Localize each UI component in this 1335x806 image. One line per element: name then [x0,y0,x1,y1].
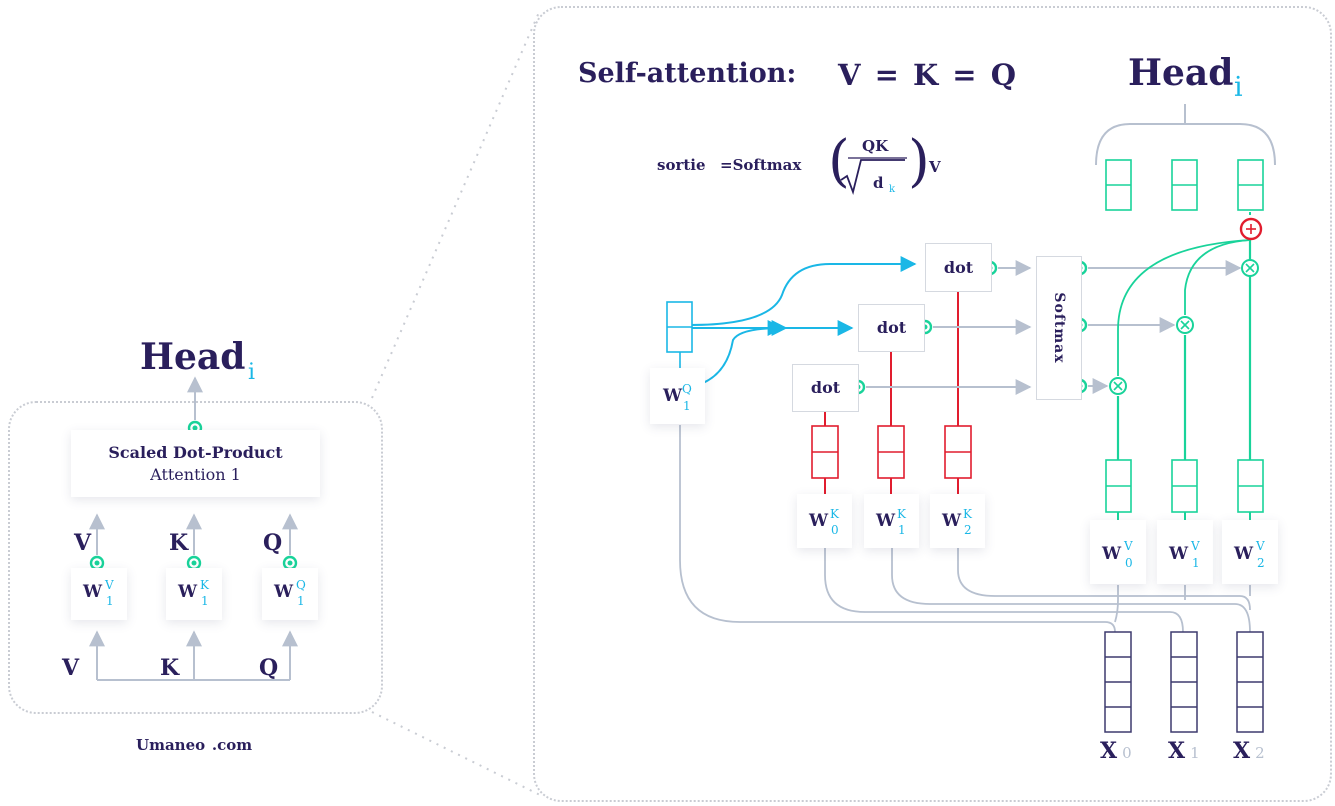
dot-label: dot [943,258,974,277]
weight-wk1: W K 1 [864,494,919,548]
brand-suffix: .com [211,736,253,754]
weight-wv2: W V 2 [1222,520,1278,584]
overview-out-k: K [169,530,189,556]
overview-weight-wk1: W K 1 [166,568,222,620]
overview-head-index: i [248,360,256,385]
dot-box-1: dot [858,304,925,352]
dot-label: dot [810,378,841,397]
formula-tail: V [929,158,941,176]
dot-box-0: dot [792,364,859,412]
overview-in-q: Q [259,655,279,681]
input-x2: X 2 [1233,738,1265,764]
formula-denominator: d [873,174,884,192]
zoom-panel [533,6,1332,802]
weight-wk2: W K 2 [930,494,985,548]
head-title: Head [1128,52,1234,94]
softmax-label: Softmax [1051,292,1067,364]
input-x0: X 0 [1100,738,1132,764]
dot-label: dot [876,318,907,337]
overview-out-q: Q [263,530,283,556]
formula-softmax: =Softmax [720,156,802,174]
attention-box: Scaled Dot-Product Attention 1 [71,430,320,497]
softmax-box: Softmax [1036,256,1082,400]
formula-denominator-sub: k [889,184,896,195]
attention-line2: Attention 1 [150,465,241,484]
brand: Umaneo .com [136,736,252,754]
input-x1: X 1 [1168,738,1200,764]
weight-wq1: W Q 1 [650,368,705,424]
formula-right-paren: ) [908,129,930,194]
equation: V = K = Q [838,58,1018,92]
overview-weight-wv1: W V 1 [71,568,127,620]
weight-wv1: W V 1 [1157,520,1213,584]
overview-weight-wq1: W Q 1 [262,568,318,620]
weight-wk0: W K 0 [797,494,852,548]
formula-lhs: sortie [657,156,706,174]
head-index: i [1234,72,1243,103]
weight-wv0: W V 0 [1090,520,1146,584]
formula-left-paren: ( [828,129,850,194]
self-attention-title: Self-attention: [578,58,797,89]
overview-in-v: V [62,655,80,681]
attention-line1: Scaled Dot-Product [108,443,283,462]
formula-numerator: QK [862,137,889,155]
dot-box-2: dot [925,243,992,292]
overview-in-k: K [160,655,180,681]
brand-name: Umaneo [136,736,206,754]
overview-out-v: V [74,530,92,556]
overview-head-title: Head [140,336,246,378]
